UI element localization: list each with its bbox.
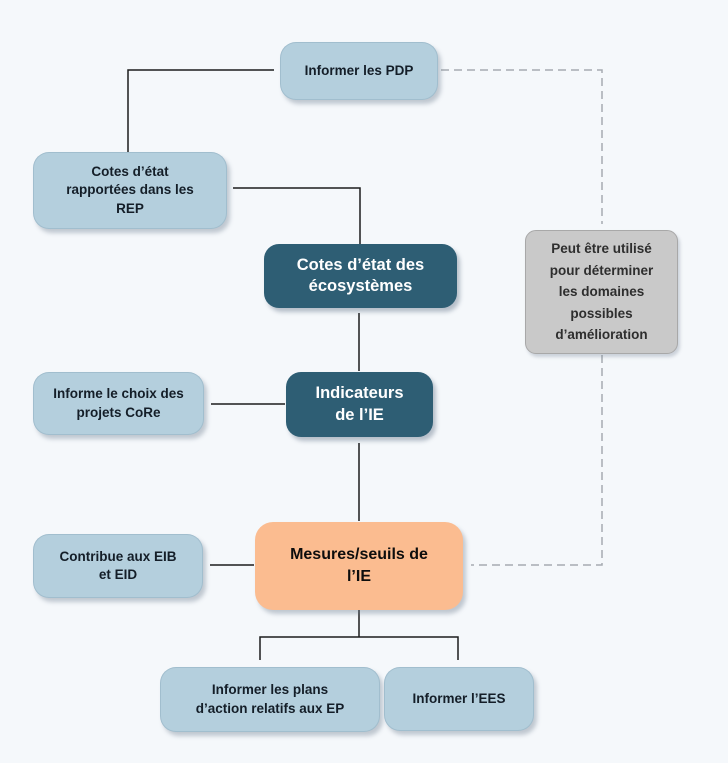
arrow-mesures-to-ees [359, 636, 459, 660]
node-indicateurs-ie: Indicateurs de l’IE [286, 372, 433, 437]
node-cotes-etat-rep: Cotes d’état rapportées dans les REP [33, 152, 227, 229]
arrow-ecosystemes-to-rep [233, 187, 361, 244]
node-contribue-eib-eid: Contribue aux EIB et EID [33, 534, 203, 598]
node-informer-plans-ep: Informer les plans d’action relatifs aux… [160, 667, 380, 732]
node-cotes-etat-ecosystemes: Cotes d’état des écosystèmes [264, 244, 457, 308]
dashed-arrow-note-to-mesures [471, 355, 603, 566]
dashed-arrow-pdp-to-note [441, 69, 603, 224]
node-informer-les-pdp: Informer les PDP [280, 42, 438, 100]
node-informe-choix-core: Informe le choix des projets CoRe [33, 372, 204, 435]
node-informer-ees: Informer l’EES [384, 667, 534, 731]
arrow-mesures-to-plans [259, 636, 359, 660]
node-note-peut-etre-utilise: Peut être utilisé pour déterminer les do… [525, 230, 678, 354]
node-mesures-seuils-ie: Mesures/seuils de l’IE [255, 522, 463, 610]
arrow-rep-to-pdp [127, 69, 274, 152]
